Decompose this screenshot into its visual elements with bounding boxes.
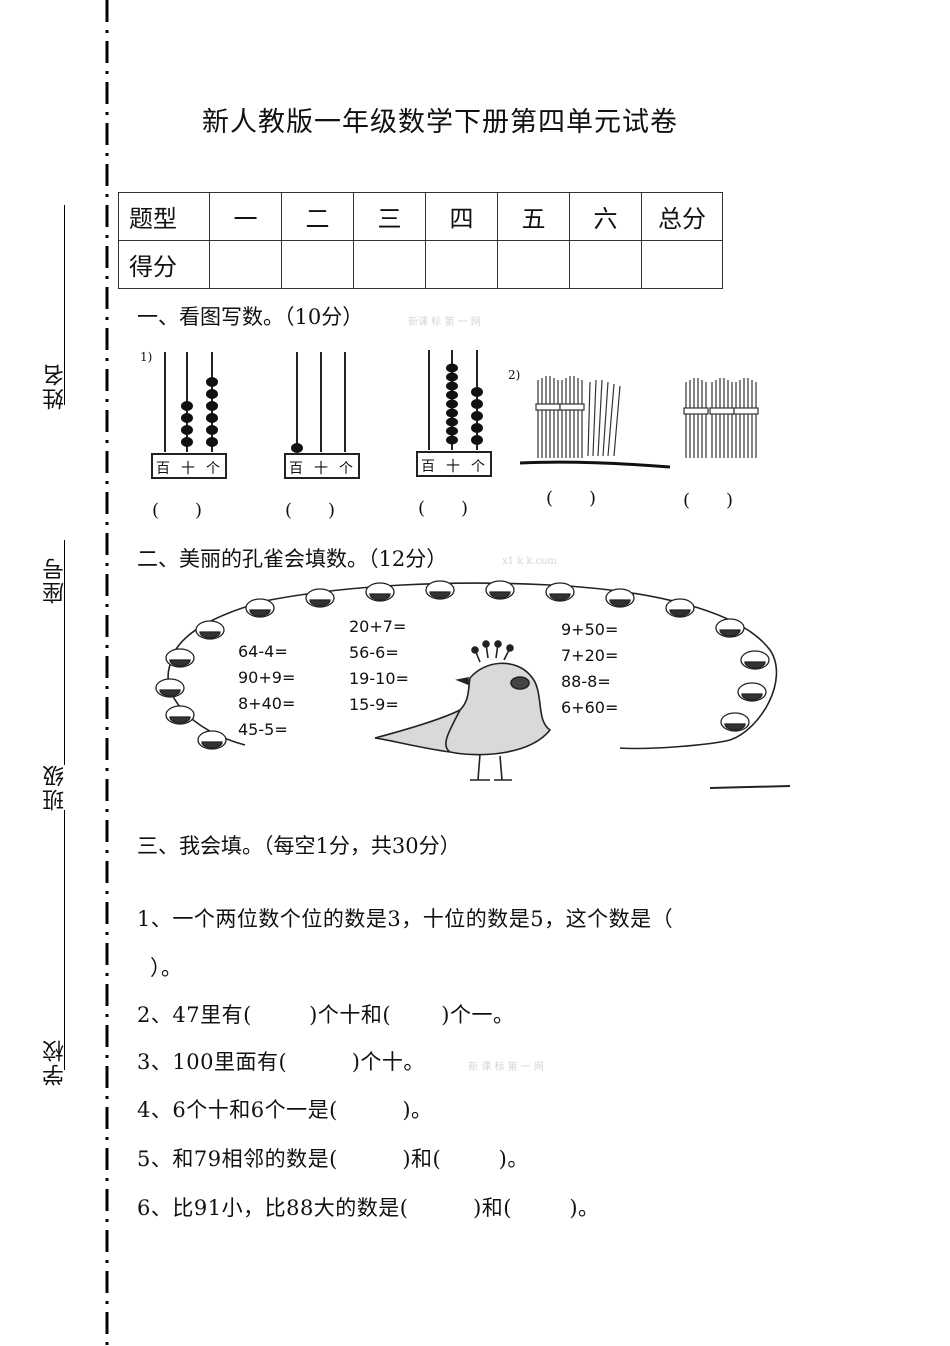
score-cell[interactable] [569, 240, 642, 289]
peacock-illustration [155, 580, 790, 789]
marker-2: 2) [508, 368, 521, 382]
question-4: 4、6个十和6个一是( )。 [137, 1098, 433, 1122]
stick-bundles-illustration [520, 376, 759, 469]
equation: 19-10= [349, 669, 409, 688]
equation: 9+50= [561, 620, 619, 639]
score-cell[interactable] [497, 240, 570, 289]
equation: 6+60= [561, 698, 619, 717]
equation: 90+9= [238, 668, 296, 687]
question-3: 3、100里面有( )个十。 [137, 1050, 425, 1074]
score-cell[interactable] [641, 240, 723, 289]
label-tens: 十 [446, 459, 460, 475]
question-1-cont: ）。 [150, 956, 183, 980]
equation: 8+40= [238, 694, 296, 713]
page-title: 新人教版一年级数学下册第四单元试卷 [202, 107, 678, 138]
label-tens: 十 [181, 461, 195, 477]
col-header: 六 [569, 192, 642, 241]
answer-paren-1[interactable]: ( ) [152, 500, 203, 521]
score-cell[interactable] [281, 240, 354, 289]
section1-heading: 一、看图写数。（10分） [137, 305, 364, 329]
row-label-score: 得分 [118, 240, 210, 289]
binding-line [105, 0, 109, 1346]
answer-paren-4[interactable]: ( ) [546, 488, 597, 509]
watermark: 新 课 标 第 一 网 [468, 1062, 544, 1073]
class-underline [64, 810, 65, 1070]
seat-label: 座号 [43, 556, 68, 604]
name-label: 姓名 [43, 362, 68, 410]
school-label: 学校 [43, 1038, 68, 1086]
question-2: 2、47里有( )个十和( )个一。 [137, 1003, 515, 1027]
label-ones: 个 [471, 459, 485, 475]
label-tens: 十 [314, 461, 328, 477]
label-hundreds: 百 [156, 461, 170, 477]
equation: 15-9= [349, 695, 399, 714]
score-table: 题型 一 二 三 四 五 六 总分 得分 [118, 192, 723, 289]
question-1: 1、一个两位数个位的数是3，十位的数是5，这个数是（ [137, 907, 674, 931]
col-header: 总分 [641, 192, 723, 241]
label-ones: 个 [339, 461, 353, 477]
watermark: 新课 标 第 一 网 [408, 317, 481, 328]
question-6: 6、比91小，比88大的数是( )和( )。 [137, 1196, 600, 1220]
equation: 64-4= [238, 642, 288, 661]
abacus-3: 百 十 个 [415, 350, 495, 480]
name-underline [64, 205, 65, 405]
score-cell[interactable] [425, 240, 498, 289]
answer-paren-2[interactable]: ( ) [285, 500, 336, 521]
seat-underline [64, 540, 65, 765]
label-hundreds: 百 [421, 459, 435, 475]
score-cell[interactable] [353, 240, 426, 289]
marker-1: 1) [140, 350, 153, 364]
col-header: 四 [425, 192, 498, 241]
label-ones: 个 [206, 461, 220, 477]
abacus-1: 百 十 个 [150, 352, 230, 482]
col-header: 三 [353, 192, 426, 241]
abacus-2: 百 十 个 [283, 352, 363, 482]
col-header: 五 [497, 192, 570, 241]
section3-heading: 三、我会填。（每空1分，共30分） [137, 834, 461, 858]
equation: 7+20= [561, 646, 619, 665]
equation: 20+7= [349, 617, 407, 636]
col-header: 一 [209, 192, 282, 241]
row-label-type: 题型 [118, 192, 210, 241]
answer-paren-5[interactable]: ( ) [683, 490, 734, 511]
equation: 56-6= [349, 643, 399, 662]
question-5: 5、和79相邻的数是( )和( )。 [137, 1147, 529, 1171]
answer-paren-3[interactable]: ( ) [418, 498, 469, 519]
equation: 45-5= [238, 720, 288, 739]
watermark: x1 k k.com [502, 556, 557, 567]
equation: 88-8= [561, 672, 611, 691]
score-cell[interactable] [209, 240, 282, 289]
section2-heading: 二、美丽的孔雀会填数。（12分） [137, 547, 448, 571]
col-header: 二 [281, 192, 354, 241]
class-label: 班级 [43, 763, 68, 811]
label-hundreds: 百 [289, 461, 303, 477]
bundle [535, 376, 561, 458]
